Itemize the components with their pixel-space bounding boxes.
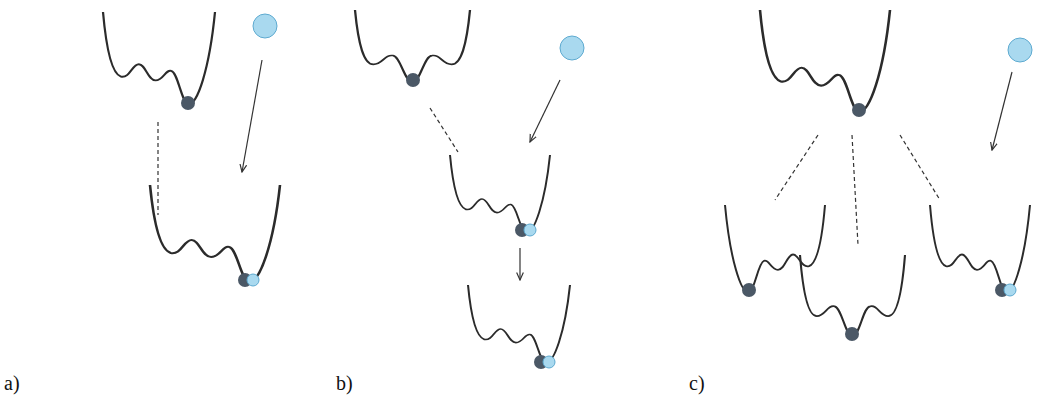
dashed-link xyxy=(430,108,458,152)
adsorbate xyxy=(247,274,259,286)
adsorbate xyxy=(1008,38,1032,62)
particle xyxy=(406,73,420,87)
landscape-curve xyxy=(930,205,1030,292)
landscape-curve xyxy=(355,10,470,82)
landscape-curve xyxy=(468,285,570,363)
landscape-curve xyxy=(725,205,825,292)
landscape-curve xyxy=(800,255,905,336)
dashed-link xyxy=(900,135,940,200)
panel-label: b) xyxy=(336,372,353,394)
adsorbate xyxy=(524,224,536,236)
landscape-curve xyxy=(150,185,280,282)
particle xyxy=(852,103,866,117)
landscape-curve xyxy=(760,10,890,112)
dashed-link xyxy=(157,122,158,215)
arrow xyxy=(519,248,520,280)
arrow xyxy=(530,80,560,142)
panel-label: c) xyxy=(689,372,705,394)
landscape-curve xyxy=(103,12,215,104)
dashed-link xyxy=(775,135,818,200)
particle xyxy=(181,96,195,110)
arrow xyxy=(242,60,262,172)
particle xyxy=(845,327,859,341)
adsorbate xyxy=(253,14,277,38)
panel-label: a) xyxy=(4,372,20,394)
arrow xyxy=(992,72,1012,150)
landscape-curve xyxy=(450,155,550,233)
adsorbate xyxy=(543,356,555,368)
dashed-link xyxy=(852,135,858,245)
particle xyxy=(742,283,756,297)
adsorbate xyxy=(1004,284,1016,296)
adsorbate xyxy=(560,36,584,60)
